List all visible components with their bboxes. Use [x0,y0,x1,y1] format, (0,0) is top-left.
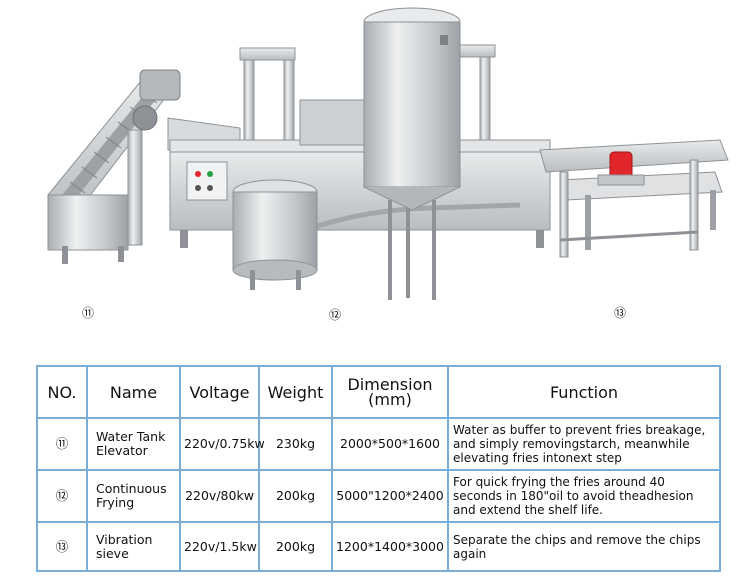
header-dimension-label: Dimension [347,375,433,394]
header-name: Name [86,365,181,419]
table-header-row: NO. Name Voltage Weight Dimension (mm) F… [36,365,721,419]
row-weight: 200kg [258,469,333,523]
row-name: Water Tank Elevator [86,417,181,471]
machine-marker-13: ⑬ [614,306,627,320]
row-dimension: 5000"1200*2400 [331,469,449,523]
header-dimension-unit: (mm) [368,390,412,409]
row-dimension: 2000*500*1600 [331,417,449,471]
row-function: Water as buffer to prevent fries breakag… [447,417,721,471]
header-weight: Weight [258,365,333,419]
row-weight: 200kg [258,521,333,572]
spec-table: NO. Name Voltage Weight Dimension (mm) F… [36,365,721,572]
row-no: ⑫ [36,469,88,523]
continuous-frying-image [167,7,551,300]
header-voltage: Voltage [179,365,260,419]
row-function: Separate the chips and remove the chips … [447,521,721,572]
vibration-sieve-image [539,139,729,258]
row-voltage: 220v/1.5kw [179,521,260,572]
row-function: For quick frying the fries around 40 sec… [447,469,721,523]
table-row: ⑬ Vibration sieve 220v/1.5kw 200kg 1200*… [36,521,721,572]
row-name: Vibration sieve [86,521,181,572]
machine-marker-11: ⑪ [82,306,95,320]
row-voltage: 220v/0.75kw [179,417,265,471]
row-weight: 230kg [258,417,333,471]
water-tank-elevator-image [47,69,181,264]
header-no: NO. [36,365,88,419]
row-voltage: 220v/80kw [179,469,260,523]
row-dimension: 1200*1400*3000 [331,521,449,572]
header-dimension: Dimension (mm) [331,365,449,419]
product-photo [47,7,729,300]
row-no: ⑬ [36,521,88,572]
table-row: ⑫ Continuous Frying 220v/80kw 200kg 5000… [36,469,721,523]
header-function: Function [447,365,721,419]
machine-marker-12: ⑫ [329,308,342,322]
row-name: Continuous Frying [86,469,181,523]
row-no: ⑪ [36,417,88,471]
table-row: ⑪ Water Tank Elevator 220v/0.75kw 230kg … [36,417,721,471]
